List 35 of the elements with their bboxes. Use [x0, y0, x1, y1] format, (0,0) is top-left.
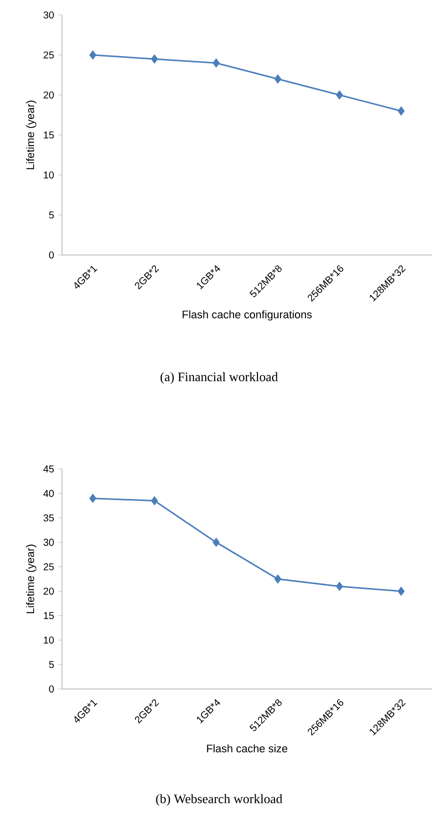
point [212, 58, 220, 68]
point [274, 74, 282, 84]
y-tick-label: 45 [43, 466, 54, 472]
y-tick-label: 20 [44, 91, 54, 99]
y-tick-label: 10 [44, 171, 54, 179]
x-axis-title: Flash cache configurations [182, 310, 312, 321]
y-tick-label: 30 [44, 538, 54, 546]
point [398, 106, 405, 116]
point [336, 90, 343, 100]
point [336, 582, 343, 591]
y-tick-label: 15 [44, 132, 54, 138]
caption: (a) Financial workload [160, 372, 278, 384]
y-tick-label: 30 [44, 11, 54, 19]
x-axis-title: Flash cache size [207, 744, 288, 752]
point [89, 50, 96, 60]
point [212, 538, 220, 547]
y-tick-label: 15 [44, 612, 54, 620]
y-tick-label: 35 [44, 514, 54, 522]
y-tick-label: 0 [49, 251, 54, 259]
y-tick-label: 25 [44, 51, 54, 59]
y-tick-label: 0 [49, 685, 54, 693]
y-tick-label: 10 [44, 636, 54, 644]
point [274, 574, 282, 584]
y-axis-title: Lifetime (year) [26, 544, 36, 614]
y-tick-label: 40 [43, 490, 54, 497]
y-tick-label: 5 [49, 661, 54, 668]
point [89, 494, 96, 503]
y-axis-title: Lifetime (year) [26, 100, 36, 170]
y-tick-label: 25 [44, 563, 54, 570]
point [151, 54, 158, 64]
y-tick-label: 20 [44, 588, 54, 595]
y-tick-label: 5 [49, 212, 54, 218]
point [398, 586, 405, 596]
caption: (b) Websearch workload [156, 794, 282, 806]
point [151, 496, 158, 506]
